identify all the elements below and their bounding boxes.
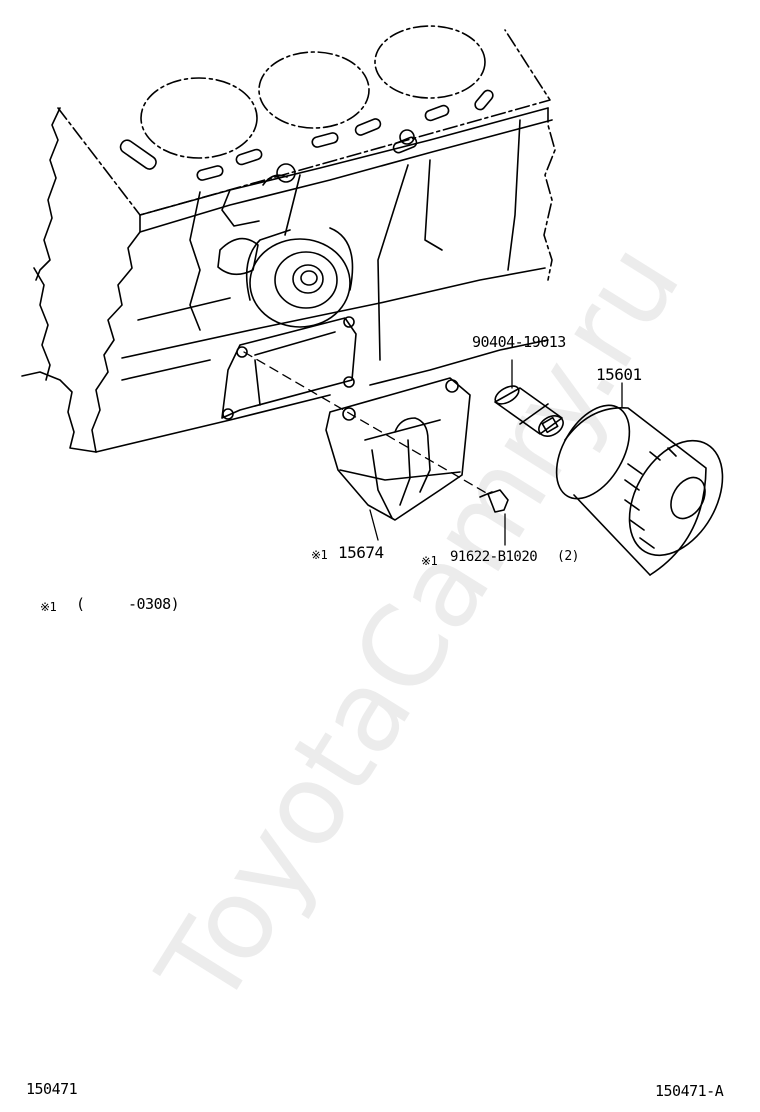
footnote-legend-paren: ( [76, 595, 85, 613]
part-label-bracket: 15674 [338, 543, 384, 562]
footer-diagram-id: 150471 [26, 1080, 78, 1098]
assembly-lines [243, 351, 623, 546]
footnote-mark: ※1 [421, 554, 438, 568]
part-label-filter: 15601 [596, 365, 642, 384]
footnote-legend-mark: ※1 [40, 600, 57, 614]
footer-diagram-ref: 150471-A [655, 1082, 724, 1100]
footnote-legend-range: -0308) [128, 595, 180, 613]
union-adapter-illustration [494, 385, 564, 437]
part-label-adapter: 90404-19013 [472, 333, 566, 351]
oil-filter-illustration [555, 404, 724, 576]
footnote-mark: ※1 [311, 548, 328, 562]
part-label-bolt-qty: (2) [557, 549, 579, 564]
part-label-bolt: 91622-B1020 [450, 549, 538, 565]
oil-filter-bracket-illustration [325, 377, 471, 521]
bolt-illustration [479, 489, 509, 513]
engine-block-illustration [21, 25, 556, 453]
